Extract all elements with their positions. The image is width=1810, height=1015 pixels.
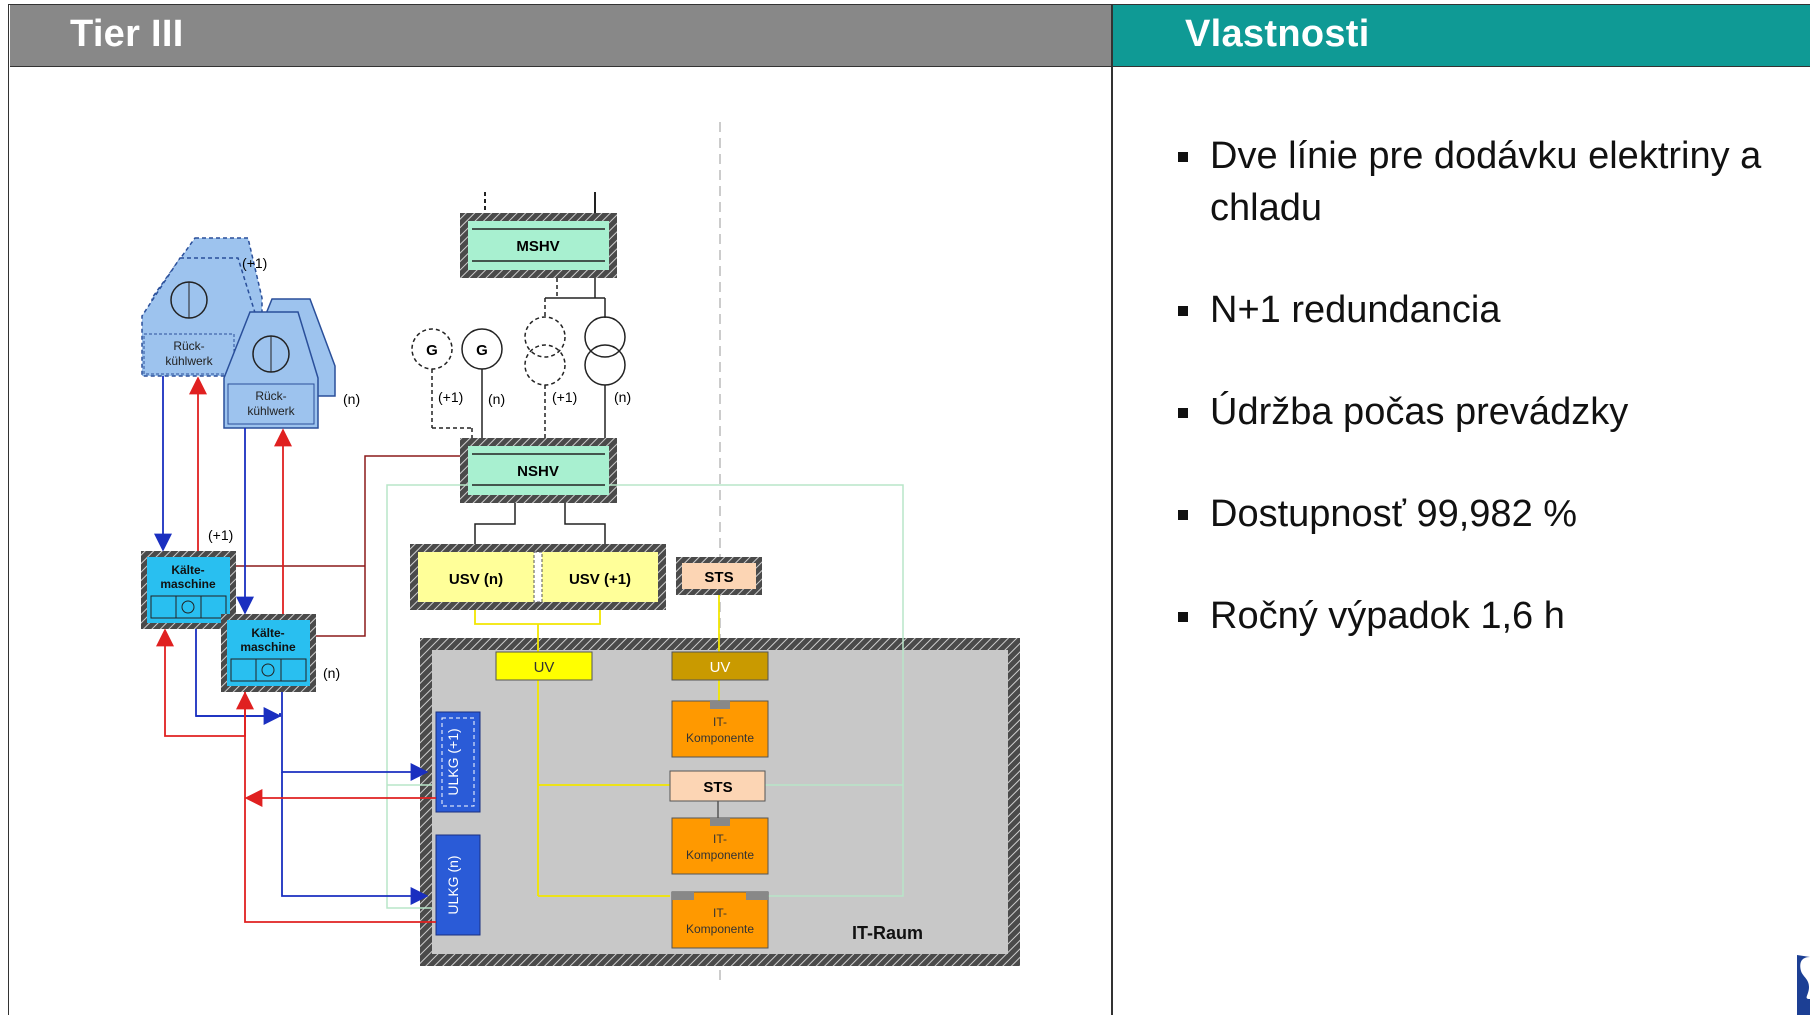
svg-text:Komponente: Komponente bbox=[686, 922, 754, 936]
property-item: Dve línie pre dodávku elektriny a chladu bbox=[1172, 130, 1792, 234]
svg-text:IT-: IT- bbox=[713, 906, 727, 920]
property-item: N+1 redundancia bbox=[1172, 284, 1792, 336]
property-item: Dostupnosť 99,982 % bbox=[1172, 488, 1792, 540]
transformers: (+1) (n) bbox=[524, 278, 631, 438]
usv-plus1-label: USV (+1) bbox=[569, 571, 631, 588]
slide-frame bbox=[8, 4, 1810, 1015]
properties-list: Dve línie pre dodávku elektriny a chladu… bbox=[1172, 130, 1792, 692]
pipes-blue bbox=[154, 376, 429, 905]
gen-n-label: (n) bbox=[488, 391, 505, 407]
property-text: Dostupnosť 99,982 % bbox=[1210, 493, 1578, 535]
ulkg-plus1: ULKG (+1) bbox=[435, 711, 481, 813]
property-text: Dve línie pre dodávku elektriny a chladu bbox=[1210, 135, 1762, 229]
svg-text:IT-: IT- bbox=[713, 832, 727, 846]
mshv-switchgear: MSHV bbox=[460, 192, 617, 278]
pipes-red bbox=[156, 376, 436, 923]
rueckkuehlwerk-n: Rück- kühlwerk (n) bbox=[223, 298, 360, 429]
svg-text:STS: STS bbox=[703, 779, 732, 796]
property-text: Údržba počas prevádzky bbox=[1210, 391, 1629, 433]
svg-text:ULKG (n): ULKG (n) bbox=[445, 855, 461, 914]
generators: G G (+1) (n) bbox=[411, 328, 505, 438]
bullet-square-icon bbox=[1178, 306, 1188, 316]
kaeltemaschine-plus1: Kälte- maschine (+1) bbox=[141, 527, 236, 629]
header-right-title: Vlastnosti bbox=[1185, 13, 1370, 55]
svg-text:Komponente: Komponente bbox=[686, 731, 754, 745]
svg-text:kühlwerk: kühlwerk bbox=[247, 404, 295, 418]
svg-text:STS: STS bbox=[704, 569, 733, 586]
svg-text:ULKG (+1): ULKG (+1) bbox=[445, 728, 461, 795]
gen-plus1-label: (+1) bbox=[438, 389, 463, 405]
it-komponente-1: IT- Komponente bbox=[671, 700, 769, 758]
header-left: Tier III bbox=[10, 5, 1112, 67]
trafo-plus1-label: (+1) bbox=[552, 389, 577, 405]
sts-top: STS bbox=[676, 557, 762, 595]
nshv-label: NSHV bbox=[517, 463, 559, 480]
svg-text:Rück-: Rück- bbox=[255, 389, 286, 403]
sts-inner: STS bbox=[669, 770, 766, 802]
property-text: N+1 redundancia bbox=[1210, 289, 1501, 331]
bullet-square-icon bbox=[1178, 510, 1188, 520]
kaelte-n-label: (n) bbox=[323, 665, 340, 681]
control-lines bbox=[386, 484, 904, 909]
usv-n bbox=[418, 552, 534, 602]
ulkg-n: ULKG (n) bbox=[435, 834, 481, 936]
chiller-power-lines bbox=[231, 455, 460, 637]
tier3-diagram: IT-Raum MSHV (+1) (n) G G (+1) bbox=[141, 122, 1020, 986]
mshv-label: MSHV bbox=[516, 238, 559, 255]
property-item: Ročný výpadok 1,6 h bbox=[1172, 590, 1792, 642]
it-komponente-3: IT- Komponente bbox=[671, 891, 769, 949]
rueck-n-label: (n) bbox=[343, 391, 360, 407]
header-right: Vlastnosti bbox=[1113, 5, 1810, 67]
svg-text:maschine: maschine bbox=[240, 640, 296, 654]
kaeltemaschine-n: Kälte- maschine (n) bbox=[221, 614, 340, 692]
nshv-switchgear: NSHV bbox=[460, 438, 617, 503]
trafo-n-label: (n) bbox=[614, 389, 631, 405]
svg-text:Rück-: Rück- bbox=[173, 339, 204, 353]
svg-text:G: G bbox=[426, 342, 438, 359]
usv-n-label: USV (n) bbox=[449, 571, 503, 588]
header-left-title: Tier III bbox=[70, 13, 184, 55]
it-komponente-2: IT- Komponente bbox=[671, 817, 769, 875]
ups-power-lines bbox=[474, 595, 720, 897]
svg-text:kühlwerk: kühlwerk bbox=[165, 354, 213, 368]
svg-text:Komponente: Komponente bbox=[686, 848, 754, 862]
rueckkuehlwerk-plus1: Rück- kühlwerk (+1) bbox=[141, 237, 267, 377]
nshv-usv-feeds bbox=[474, 503, 606, 544]
rueck-plus1-label: (+1) bbox=[242, 255, 267, 271]
usv-plus1 bbox=[542, 552, 658, 602]
bullet-square-icon bbox=[1178, 152, 1188, 162]
svg-text:G: G bbox=[476, 342, 488, 359]
column-divider bbox=[1111, 5, 1113, 1015]
svg-text:Kälte-: Kälte- bbox=[251, 626, 284, 640]
uv-left: UV bbox=[495, 651, 593, 681]
logo-fragment-icon bbox=[1797, 955, 1810, 1015]
property-item: Údržba počas prevádzky bbox=[1172, 386, 1792, 438]
usv-block: USV (n) USV (+1) bbox=[410, 544, 666, 610]
bullet-square-icon bbox=[1178, 612, 1188, 622]
svg-text:Kälte-: Kälte- bbox=[171, 563, 204, 577]
uv-right: UV bbox=[671, 651, 769, 681]
svg-text:IT-: IT- bbox=[713, 715, 727, 729]
svg-text:UV: UV bbox=[534, 659, 555, 676]
bullet-square-icon bbox=[1178, 408, 1188, 418]
it-raum-label: IT-Raum bbox=[852, 923, 923, 943]
svg-text:maschine: maschine bbox=[160, 577, 216, 591]
svg-text:UV: UV bbox=[710, 659, 731, 676]
kaelte-plus1-label: (+1) bbox=[208, 527, 233, 543]
property-text: Ročný výpadok 1,6 h bbox=[1210, 595, 1565, 637]
